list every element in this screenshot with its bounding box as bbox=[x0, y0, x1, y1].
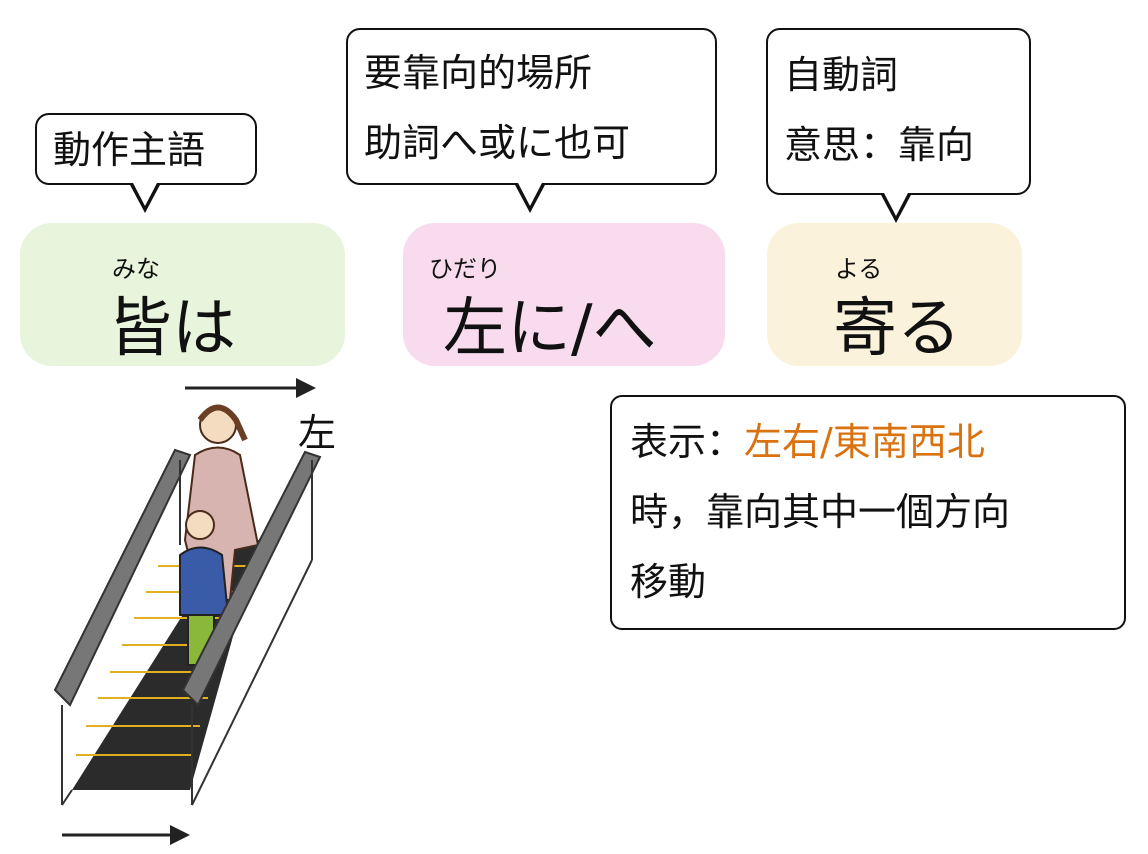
bubble-tail-fill bbox=[517, 181, 543, 206]
speech-bubble-subject: 動作主語 bbox=[35, 113, 257, 185]
explanation-line3: 移動 bbox=[630, 560, 707, 604]
person-child bbox=[179, 510, 230, 666]
bubble-text-line2: 意思：靠向 bbox=[784, 123, 975, 167]
bubble-text: 動作主語 bbox=[53, 128, 206, 172]
explanation-box: 表示：左右/東南西北 時，靠向其中一個方向 移動 bbox=[610, 395, 1126, 630]
bubble-tail-fill bbox=[883, 191, 909, 216]
bubble-text-line1: 自動詞 bbox=[784, 53, 899, 97]
escalator-steps bbox=[72, 540, 260, 790]
furigana: ひだり bbox=[429, 255, 501, 283]
explanation-line1: 表示：左右/東南西北 bbox=[630, 407, 1106, 477]
furigana: よる bbox=[835, 255, 883, 283]
bubble-text-line1: 要靠向的場所 bbox=[364, 51, 593, 95]
word-text: 寄る bbox=[833, 292, 961, 366]
bubble-tail-fill bbox=[132, 181, 158, 206]
bubble-text-line2: 助詞へ或に也可 bbox=[364, 121, 631, 165]
speech-bubble-location: 要靠向的場所 助詞へ或に也可 bbox=[346, 28, 717, 185]
word-text: 左に/へ bbox=[443, 292, 657, 366]
card-subject: みな 皆は bbox=[20, 223, 345, 366]
direction-label: 左 bbox=[298, 411, 337, 455]
arrow-top-icon bbox=[185, 378, 316, 398]
handrail-left bbox=[53, 448, 192, 805]
card-location: ひだり 左に/へ bbox=[403, 223, 725, 366]
card-verb: よる 寄る bbox=[767, 223, 1022, 366]
handrail-right bbox=[61, 450, 322, 806]
speech-bubble-verb: 自動詞 意思：靠向 bbox=[766, 28, 1031, 195]
arrow-bottom-icon bbox=[62, 825, 190, 845]
word-text: 皆は bbox=[108, 292, 236, 366]
explanation-highlight: 左右/東南西北 bbox=[744, 420, 985, 464]
explanation-line2: 時，靠向其中一個方向 bbox=[630, 490, 1011, 534]
person-mother bbox=[183, 404, 260, 601]
explanation-prefix: 表示： bbox=[630, 420, 745, 464]
furigana: みな bbox=[112, 255, 160, 283]
